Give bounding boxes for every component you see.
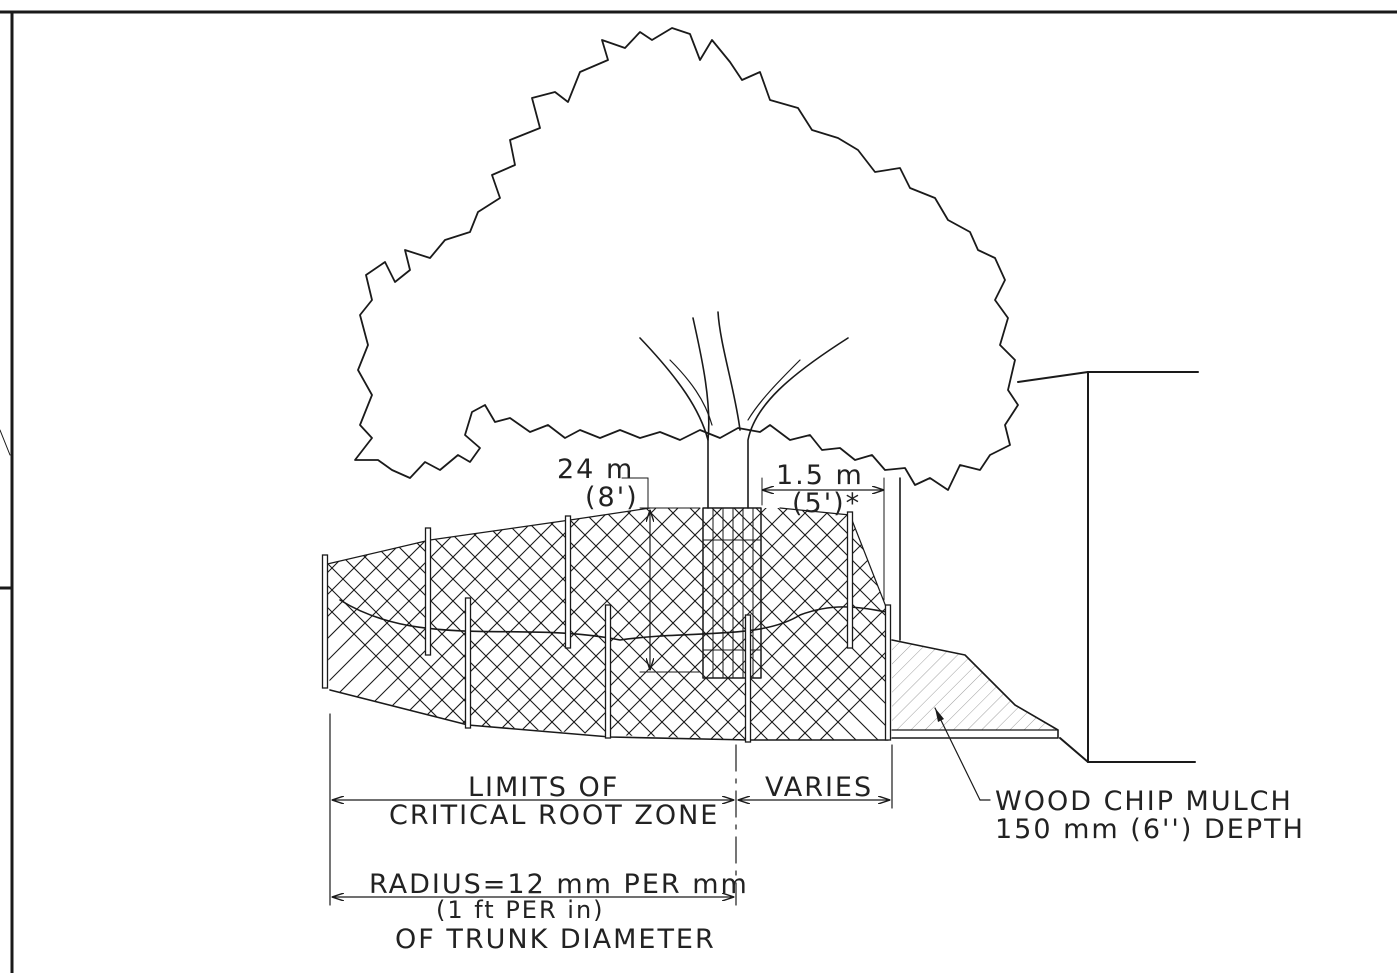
fence-mesh-wire: [705, 508, 888, 740]
fence-mesh-wire: [992, 480, 1292, 780]
fence-mesh-wire: [449, 508, 751, 740]
fence-mesh-wire: [323, 508, 553, 740]
fence-mesh-wire: [904, 480, 1204, 780]
mulch-label-1: WOOD CHIP MULCH: [995, 786, 1293, 817]
fence-mesh-wire: [1058, 480, 1358, 780]
fence-mesh-wire: [361, 508, 663, 740]
fence-mesh-wire: [683, 508, 888, 740]
fence-post: [321, 554, 329, 689]
fence-mesh-wire: [323, 508, 333, 740]
fence-mesh-wire: [0, 480, 244, 780]
fence-mesh-wire: [617, 508, 888, 740]
fence-mesh-wire: [323, 508, 399, 740]
fence-mesh-wire: [749, 508, 888, 740]
fence-mesh-wire: [0, 480, 288, 780]
fence-mesh-wire: [323, 508, 531, 740]
fence-mesh-wire: [779, 508, 888, 740]
fence-post: [464, 597, 472, 729]
fence-mesh-wire: [507, 508, 809, 740]
fence-mesh-wire: [10, 480, 310, 780]
fence-mesh-wire: [647, 508, 888, 740]
fence-mesh-wire: [537, 508, 839, 740]
fence-mesh-wire: [0, 480, 222, 780]
fence-mesh-wire: [661, 508, 888, 740]
offset-metric: 1.5 m: [776, 460, 864, 491]
critical-root-zone-label-1: LIMITS OF: [468, 772, 619, 803]
fence-mesh-wire: [471, 508, 773, 740]
fence-mesh-wire: [323, 508, 523, 740]
varies-label: VARIES: [765, 772, 873, 803]
fence-mesh-wire: [1080, 480, 1380, 780]
fence-height-metric: 24 m: [557, 454, 634, 485]
fence-mesh-wire: [757, 508, 888, 740]
fence-post: [604, 604, 612, 739]
fence-mesh-wire: [551, 508, 853, 740]
fence-mesh-wire: [323, 508, 421, 740]
fence-post: [884, 604, 892, 741]
fence-mesh-wire: [323, 508, 355, 740]
fence-mesh-wire: [625, 508, 888, 740]
fence-mesh-wire: [771, 508, 888, 740]
fence-mesh-wire: [529, 508, 831, 740]
fence-mesh-wire: [881, 508, 888, 740]
chain-link-fence: [0, 480, 1380, 780]
mulch-label-2: 150 mm (6'') DEPTH: [995, 814, 1305, 845]
radius-label-2: (1 ft PER in): [436, 896, 605, 924]
fence-mesh-wire: [515, 508, 817, 740]
fence-mesh-wire: [573, 508, 875, 740]
fence-height-dimension: 24 m (8'): [557, 454, 701, 673]
sheet-border: [0, 10, 1397, 973]
offset-imperial: (5')*: [792, 488, 861, 519]
fence-mesh-wire: [323, 508, 567, 740]
fence-mesh-wire: [323, 508, 575, 740]
mulch-callout: WOOD CHIP MULCH 150 mm (6'') DEPTH: [934, 707, 1305, 845]
fence-mesh-wire: [0, 480, 200, 780]
fence-mesh-wire: [493, 508, 795, 740]
fence-mesh-wire: [793, 508, 888, 740]
fence-mesh-wire: [948, 480, 1248, 780]
fence-mesh-wire: [323, 508, 545, 740]
fence-mesh-wire: [0, 480, 266, 780]
fence-post: [564, 515, 572, 649]
fence-post: [744, 614, 752, 743]
offset-dimension: 1.5 m (5')*: [761, 460, 885, 601]
fence-mesh-wire: [691, 508, 888, 740]
root-zone-dimensions: LIMITS OF CRITICAL ROOT ZONE VARIES RADI…: [329, 713, 893, 955]
fence-mesh-wire: [323, 508, 377, 740]
fence-mesh-wire: [323, 508, 465, 740]
critical-root-zone-label-2: CRITICAL ROOT ZONE: [389, 800, 719, 831]
fence-mesh-wire: [485, 508, 787, 740]
building: [899, 371, 1199, 763]
fence-mesh-wire: [669, 508, 888, 740]
fence-mesh-wire: [859, 508, 888, 740]
wood-chip-mulch: [891, 639, 1059, 739]
fence-mesh-wire: [926, 480, 1226, 780]
fence-mesh-wire: [713, 508, 888, 740]
fence-mesh-wire: [727, 508, 888, 740]
tree-canopy: [354, 27, 1019, 491]
fence-mesh-wire: [970, 480, 1270, 780]
fence-mesh-wire: [639, 508, 888, 740]
radius-label-1: RADIUS=12 mm PER mm: [369, 869, 749, 900]
fence-mesh-wire: [375, 508, 677, 740]
fence-mesh-wire: [1036, 480, 1336, 780]
fence-mesh-wire: [463, 508, 765, 740]
fence-mesh-wire: [815, 508, 888, 740]
fence-post: [424, 527, 432, 656]
fence-mesh-wire: [581, 508, 883, 740]
radius-label-3: OF TRUNK DIAMETER: [395, 924, 716, 955]
fence-height-imperial: (8'): [585, 482, 639, 513]
fence-mesh-wire: [837, 508, 888, 740]
fence-mesh-wire: [1014, 480, 1314, 780]
fence-mesh-wire: [323, 508, 443, 740]
fence-post: [846, 511, 854, 649]
